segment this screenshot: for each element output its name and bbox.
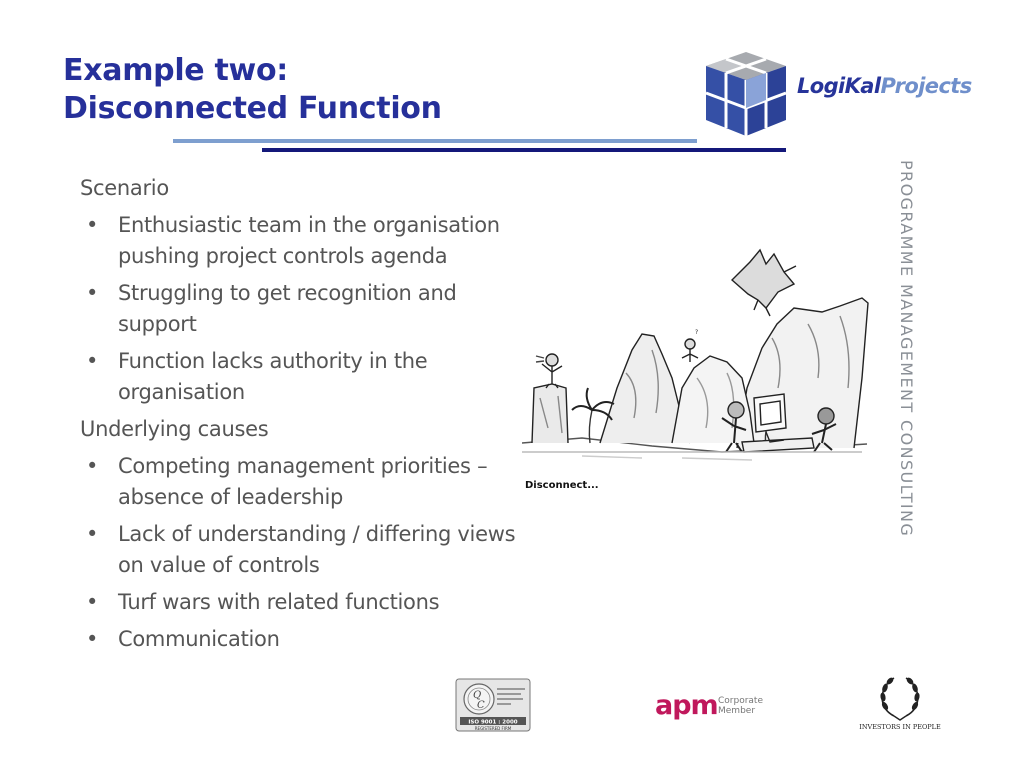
causes-heading: Underlying causes bbox=[80, 417, 269, 441]
list-item: Function lacks authority in the organisa… bbox=[80, 346, 530, 408]
slide-title-line-1: Example two: bbox=[63, 53, 288, 88]
apm-line-1: Corporate bbox=[718, 696, 763, 706]
iso-certification-badge: Q C ISO 9001 : 2000 REGISTERED FIRM bbox=[455, 678, 531, 732]
svg-text:Q: Q bbox=[473, 690, 481, 701]
sidebar-tagline: PROGRAMME MANAGEMENT CONSULTING bbox=[897, 160, 916, 538]
list-item: Lack of understanding / differing views … bbox=[80, 519, 530, 581]
cube-logo-icon bbox=[705, 52, 787, 136]
scenario-list: Enthusiastic team in the organisation pu… bbox=[80, 210, 530, 408]
causes-list: Competing management priorities – absenc… bbox=[80, 451, 530, 655]
iso-seal-icon: Q C ISO 9001 : 2000 REGISTERED FIRM bbox=[455, 678, 531, 732]
apm-membership-label: Corporate Member bbox=[718, 696, 763, 716]
svg-text:C: C bbox=[477, 700, 485, 711]
cartoon-illustration: ? bbox=[521, 248, 869, 461]
list-item: Enthusiastic team in the organisation pu… bbox=[80, 210, 530, 272]
title-rule-dark bbox=[262, 148, 786, 152]
apm-line-2: Member bbox=[718, 706, 756, 716]
slide-title: Example two: Disconnected Function bbox=[63, 52, 623, 128]
list-item: Communication bbox=[80, 624, 530, 655]
logikal-projects-logo: LogiKalProjects bbox=[700, 48, 1000, 143]
slide-body: Scenario Enthusiastic team in the organi… bbox=[80, 173, 530, 655]
iip-label: INVESTORS IN PEOPLE bbox=[859, 723, 941, 731]
investors-in-people-logo: INVESTORS IN PEOPLE bbox=[858, 674, 942, 734]
scenario-heading: Scenario bbox=[80, 176, 169, 200]
list-item: Turf wars with related functions bbox=[80, 587, 530, 618]
logo-wordmark: LogiKalProjects bbox=[797, 74, 972, 98]
iso-registered-label: REGISTERED FIRM bbox=[475, 726, 512, 731]
apm-corporate-member-logo: apm Corporate Member bbox=[655, 690, 775, 724]
logo-wordmark-part2: Projects bbox=[880, 74, 972, 98]
title-rule-light bbox=[173, 139, 697, 143]
svg-text:?: ? bbox=[695, 329, 698, 336]
list-item: Struggling to get recognition and suppor… bbox=[80, 278, 530, 340]
cartoon-caption: Disconnect... bbox=[525, 480, 599, 491]
list-item: Competing management priorities – absenc… bbox=[80, 451, 530, 513]
apm-mark: apm bbox=[655, 690, 719, 721]
laurel-wreath-icon bbox=[880, 677, 920, 721]
slide-title-line-2: Disconnected Function bbox=[63, 91, 442, 126]
disconnect-cartoon: ? Disconnect... bbox=[521, 238, 872, 498]
iso-standard-label: ISO 9001 : 2000 bbox=[468, 720, 517, 726]
logo-wordmark-part1: LogiKal bbox=[797, 74, 881, 98]
